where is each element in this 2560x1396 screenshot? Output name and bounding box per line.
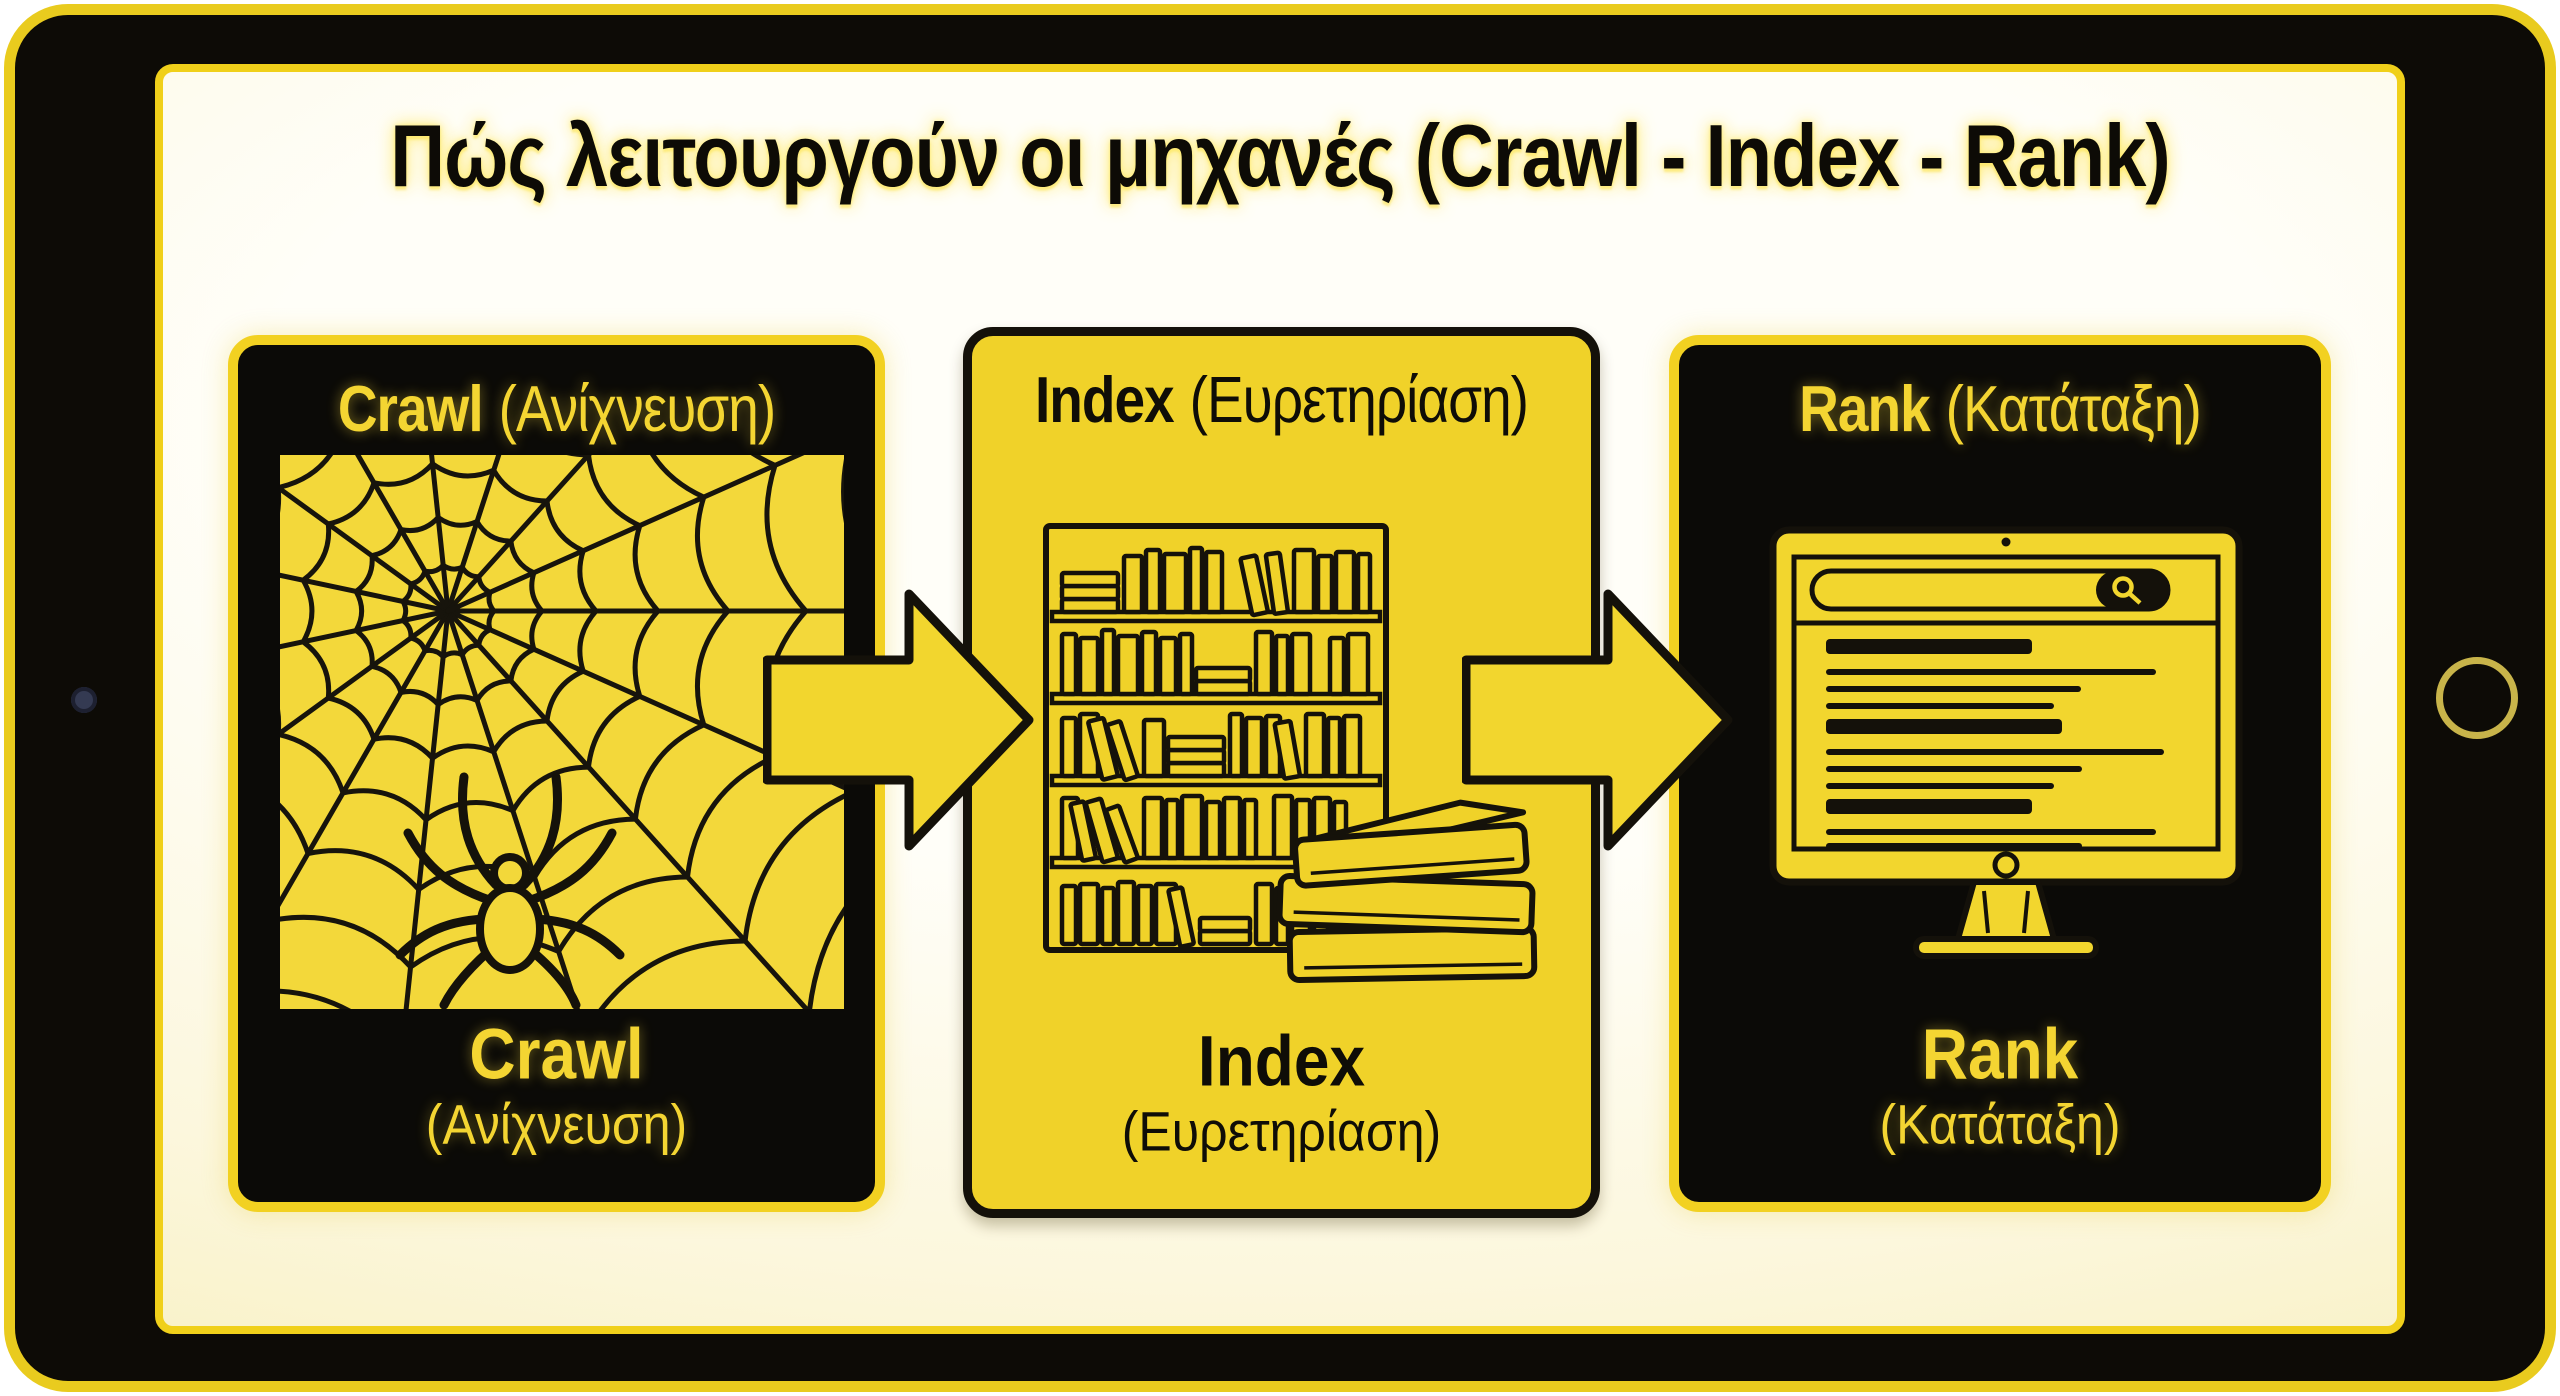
tablet-frame: Πώς λειτουργούν οι μηχανές (Crawl - Inde… xyxy=(4,4,2556,1392)
index-label-en: Index xyxy=(1197,1020,1366,1102)
spider-icon xyxy=(395,772,625,1009)
home-button-icon xyxy=(2436,657,2518,739)
arrow-right-icon xyxy=(1462,589,1733,851)
monitor-search-results-icon xyxy=(1769,526,2243,959)
panel-index: Index (Ευρετηρίαση) xyxy=(963,327,1600,1218)
crawl-header-el: (Ανίχνευση) xyxy=(498,372,777,446)
screen: Πώς λειτουργούν οι μηχανές (Crawl - Inde… xyxy=(155,64,2405,1334)
rank-label: Rank (Κατάταξη) xyxy=(1679,1016,2321,1158)
index-header-en: Index xyxy=(1034,363,1175,437)
rank-header: Rank (Κατάταξη) xyxy=(1679,371,2321,447)
book-stack-icon xyxy=(1276,799,1538,984)
bookshelf-icon xyxy=(1043,523,1538,984)
index-label: Index (Ευρετηρίαση) xyxy=(972,1023,1591,1165)
rank-label-en: Rank xyxy=(1921,1013,2079,1095)
index-header: Index (Ευρετηρίαση) xyxy=(972,362,1591,438)
camera-dot-icon xyxy=(71,687,97,713)
crawl-label: Crawl (Ανίχνευση) xyxy=(238,1016,875,1158)
magnifier-icon xyxy=(2112,576,2142,605)
rank-header-el: (Κατάταξη) xyxy=(1945,372,2202,446)
crawl-label-el: (Ανίχνευση) xyxy=(425,1093,688,1157)
panel-rank: Rank (Κατάταξη) xyxy=(1669,335,2331,1212)
rank-label-el: (Κατάταξη) xyxy=(1879,1093,2121,1157)
index-header-el: (Ευρετηρίαση) xyxy=(1189,363,1529,437)
spider-web-icon xyxy=(280,455,844,1009)
crawl-header: Crawl (Ανίχνευση) xyxy=(238,371,875,447)
search-results-lines xyxy=(1826,639,2164,849)
crawl-header-en: Crawl xyxy=(337,372,484,446)
arrow-right-icon xyxy=(763,589,1034,851)
index-label-el: (Ευρετηρίαση) xyxy=(1121,1100,1442,1164)
rank-header-en: Rank xyxy=(1799,372,1930,446)
crawl-label-en: Crawl xyxy=(469,1013,644,1095)
page-title: Πώς λειτουργούν οι μηχανές (Crawl - Inde… xyxy=(390,107,2170,206)
